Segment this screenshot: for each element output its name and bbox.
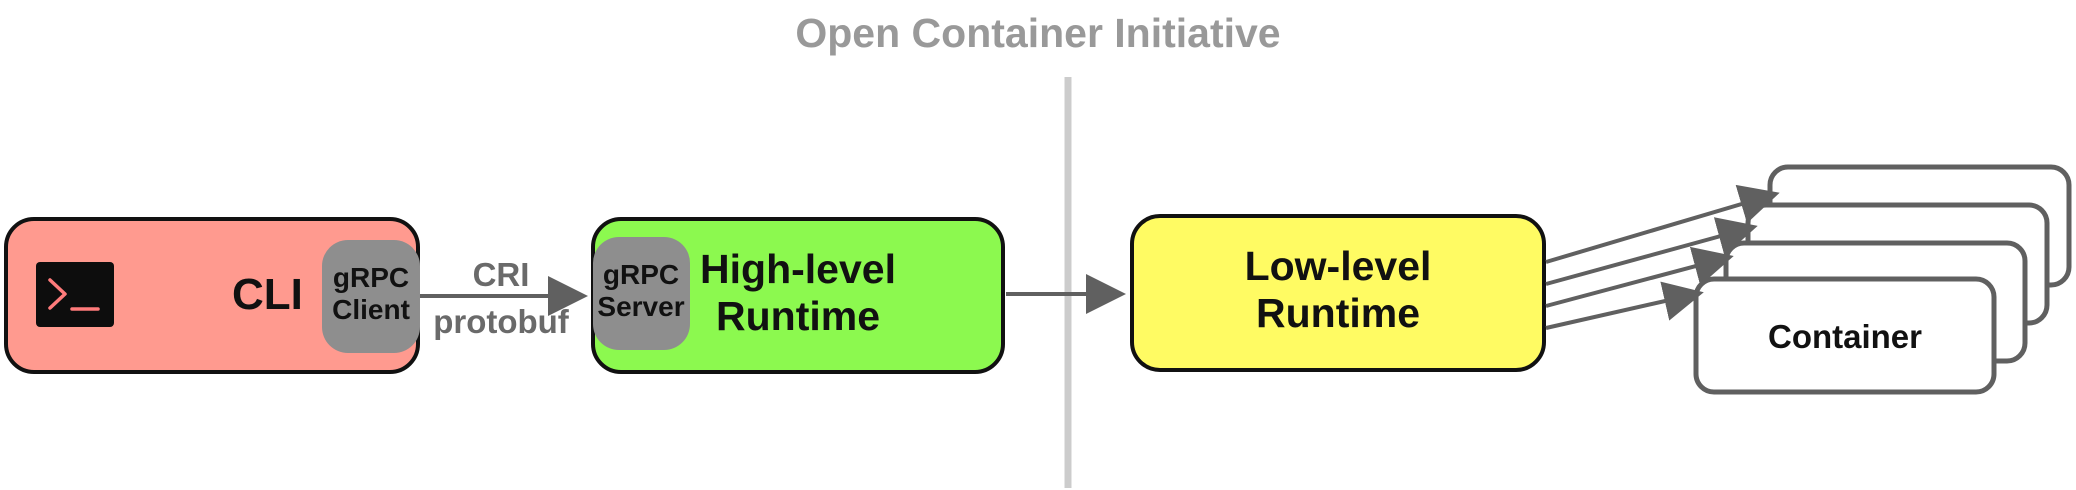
container-label: Container [1767,318,1922,355]
cli-label: CLI [232,270,303,319]
container-arrow-3 [1545,217,1758,286]
cri-line1: CRI [472,256,530,293]
grpc-client-box [322,240,420,353]
container-arrow-1 [1545,281,1704,330]
diagram-title: Open Container Initiative [795,10,1281,56]
cri-line2: protobuf [433,303,569,340]
high-level-line2: Runtime [716,293,880,340]
grpc-server-line2: Server [597,291,685,323]
grpc-server-line1: gRPC [602,259,680,290]
grpc-client-line2: Client [332,294,410,326]
grpc-server-label: gRPC Server [591,259,691,323]
container-arrow-4 [1545,184,1780,264]
low-level-line2: Runtime [1256,290,1420,337]
grpc-server-box [593,237,690,350]
high-level-line1: High-level [700,246,896,292]
grpc-client-line1: gRPC [332,262,410,293]
terminal-icon [36,262,114,327]
container-arrow-2 [1545,246,1734,308]
high-level-runtime-label: High-level Runtime [648,246,948,340]
low-level-line1: Low-level [1244,243,1432,289]
low-level-runtime-box[interactable] [1130,214,1546,372]
grpc-client-label: gRPC Client [321,262,421,326]
container-box-1[interactable] [1693,276,1997,395]
low-level-runtime-label: Low-level Runtime [1188,243,1488,337]
